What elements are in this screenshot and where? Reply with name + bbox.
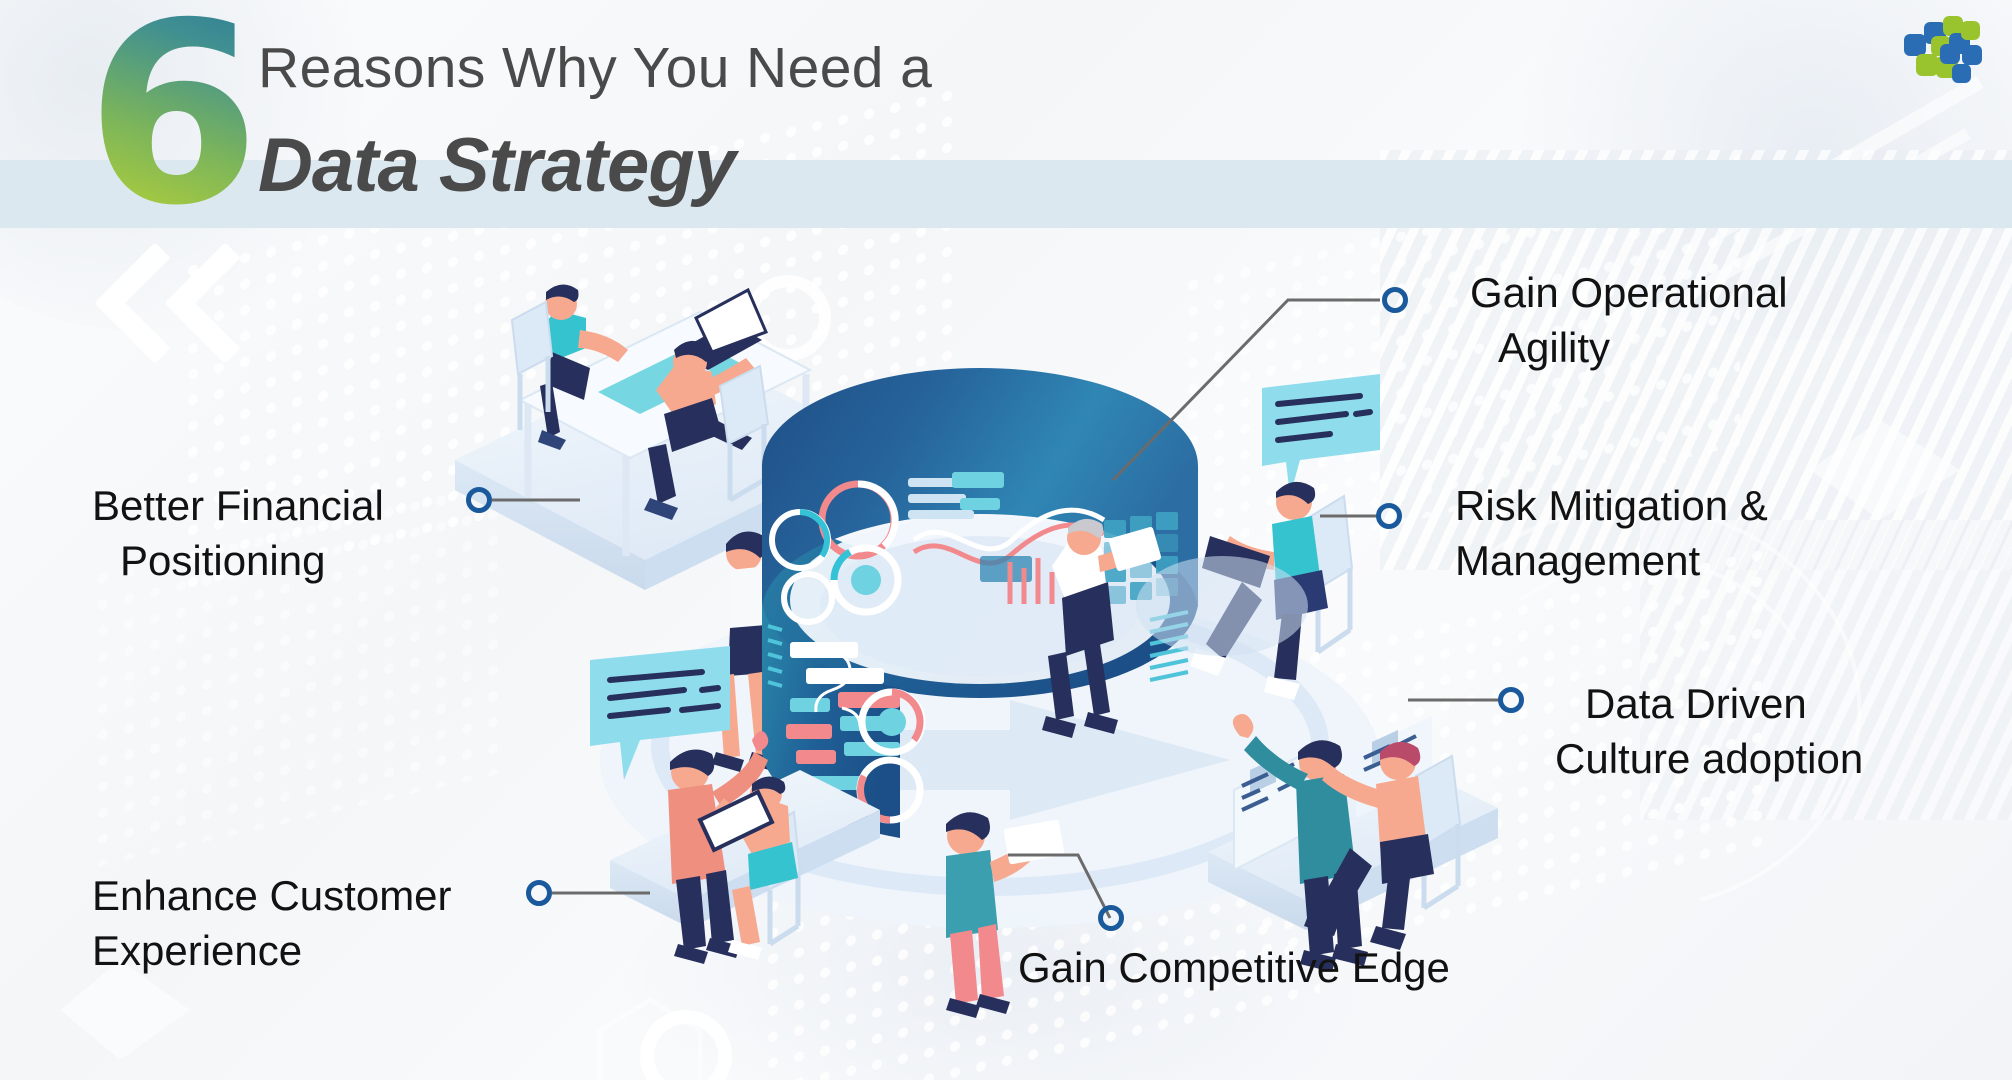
title-band-fade <box>1550 160 2012 228</box>
marker-risk-mitigation-management[interactable] <box>1376 503 1402 529</box>
marker-gain-competitive-edge[interactable] <box>1098 905 1124 931</box>
company-logo[interactable] <box>1900 12 1986 90</box>
speech-bubble-left <box>590 646 730 780</box>
marker-enhance-customer-experience[interactable] <box>526 880 552 906</box>
connector-gain-operational <box>1111 298 1380 482</box>
label-better-financial-positioning-line2: Positioning <box>120 537 326 585</box>
person-standing-center-bottom <box>946 812 1065 1018</box>
person-pointing-right <box>1232 714 1368 972</box>
label-gain-competitive-edge[interactable]: Gain Competitive Edge <box>1018 940 1450 995</box>
label-risk-mitigation-management[interactable]: Risk Mitigation & Management <box>1455 478 1768 589</box>
person-sitting-right-upper <box>644 340 770 520</box>
connector-lines <box>492 298 1500 919</box>
speech-bubble-right <box>1262 374 1380 496</box>
label-gain-competitive-edge-line1: Gain Competitive Edge <box>1018 944 1450 991</box>
label-data-driven-culture-adoption-line2: Culture adoption <box>1555 735 1864 783</box>
label-data-driven-culture-adoption-line1: Data Driven <box>1585 680 1807 727</box>
headline-number: 6 <box>86 0 260 240</box>
label-risk-mitigation-management-line2: Management <box>1455 537 1701 585</box>
marker-better-financial-positioning[interactable] <box>466 487 492 513</box>
label-risk-mitigation-management-line1: Risk Mitigation & <box>1455 482 1768 529</box>
label-enhance-customer-experience-line2: Experience <box>92 927 303 975</box>
person-seated-right-laptop <box>1136 481 1354 700</box>
person-sitting-left-upper <box>510 284 628 450</box>
label-gain-operational-agility[interactable]: Gain Operational Agility <box>1470 265 1788 376</box>
marker-gain-operational-agility[interactable] <box>1382 287 1408 313</box>
background-arrow <box>870 700 1230 820</box>
label-gain-operational-agility-line2: Agility <box>1498 324 1611 372</box>
person-standing-coat <box>668 731 769 964</box>
headline-line-2: Data Strategy <box>258 123 736 208</box>
desk-group-upper-left <box>510 284 813 556</box>
label-gain-operational-agility-line1: Gain Operational <box>1470 269 1788 316</box>
connector-gain-competitive <box>1008 853 1112 919</box>
label-better-financial-positioning[interactable]: Better Financial Positioning <box>92 478 384 589</box>
person-on-cylinder <box>1042 518 1162 738</box>
label-enhance-customer-experience-line1: Enhance Customer <box>92 872 452 919</box>
person-seated-tablet <box>697 776 802 960</box>
label-better-financial-positioning-line1: Better Financial <box>92 482 384 529</box>
marker-data-driven-culture-adoption[interactable] <box>1498 687 1524 713</box>
headline-line-1: Reasons Why You Need a <box>258 36 933 100</box>
label-enhance-customer-experience[interactable]: Enhance Customer Experience <box>92 868 452 979</box>
person-seated-right-bottom <box>1304 741 1462 950</box>
label-data-driven-culture-adoption[interactable]: Data Driven Culture adoption <box>1555 676 1863 787</box>
